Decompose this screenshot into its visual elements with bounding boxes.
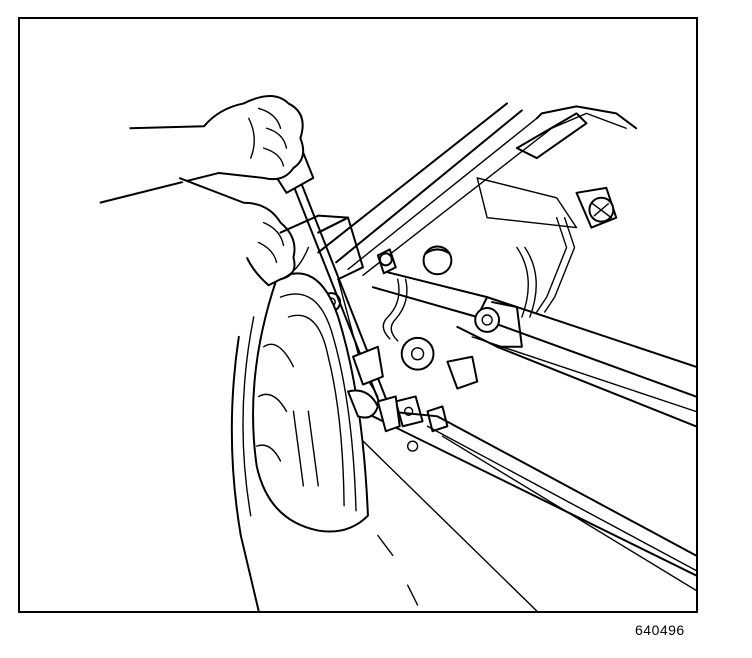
figure-id: 640496	[635, 622, 685, 638]
lower-front-panel	[357, 410, 696, 611]
lamp-mounting-flange	[317, 216, 384, 419]
headlamp-removal-illustration	[99, 94, 696, 611]
bolt-upper	[422, 245, 453, 276]
lower-hand	[178, 176, 350, 287]
upper-radiator-area	[476, 112, 618, 229]
illustration-frame	[18, 17, 698, 613]
hood-edge-lines	[317, 102, 638, 276]
wiring-harness	[382, 216, 576, 342]
bolt-right	[474, 307, 501, 333]
bolt-center	[400, 336, 435, 371]
mounting-bolts	[321, 245, 501, 371]
connector-bracket	[394, 355, 479, 452]
headlamp-assembly	[230, 272, 369, 611]
upper-hand	[99, 94, 305, 204]
